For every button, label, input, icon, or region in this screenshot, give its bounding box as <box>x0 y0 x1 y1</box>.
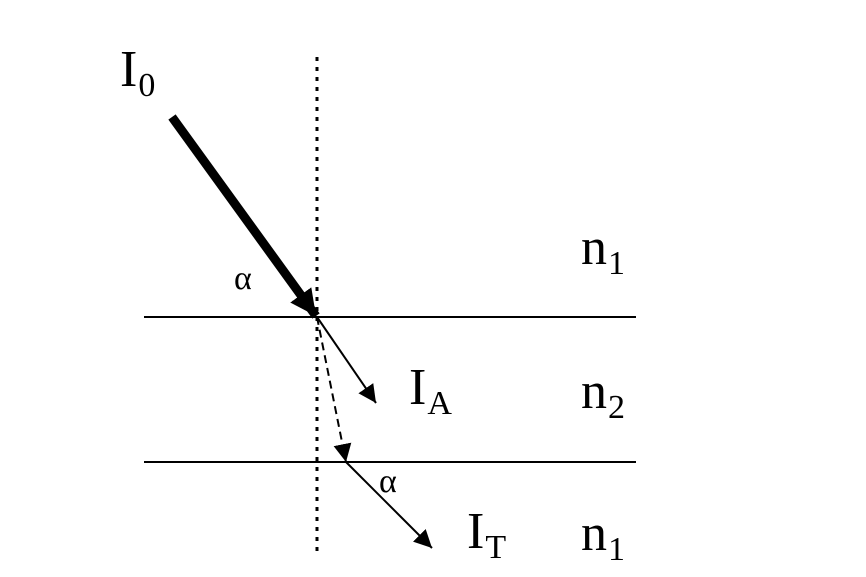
label-transmitted-intensity: IT <box>467 503 507 566</box>
label-angle-top: α <box>234 260 252 297</box>
incident-beam-arrow <box>168 114 320 319</box>
transmitted-beam-arrow <box>345 461 433 549</box>
label-incident-intensity: I0 <box>120 41 156 104</box>
label-absorbed-intensity: IA <box>409 359 452 422</box>
label-medium-middle: n2 <box>581 363 625 426</box>
absorbed-beam-arrow <box>316 316 377 404</box>
label-medium-top: n1 <box>581 219 625 282</box>
label-medium-bottom: n1 <box>581 505 625 568</box>
label-angle-bottom: α <box>379 463 397 500</box>
refracted-beam-arrow <box>316 316 352 463</box>
